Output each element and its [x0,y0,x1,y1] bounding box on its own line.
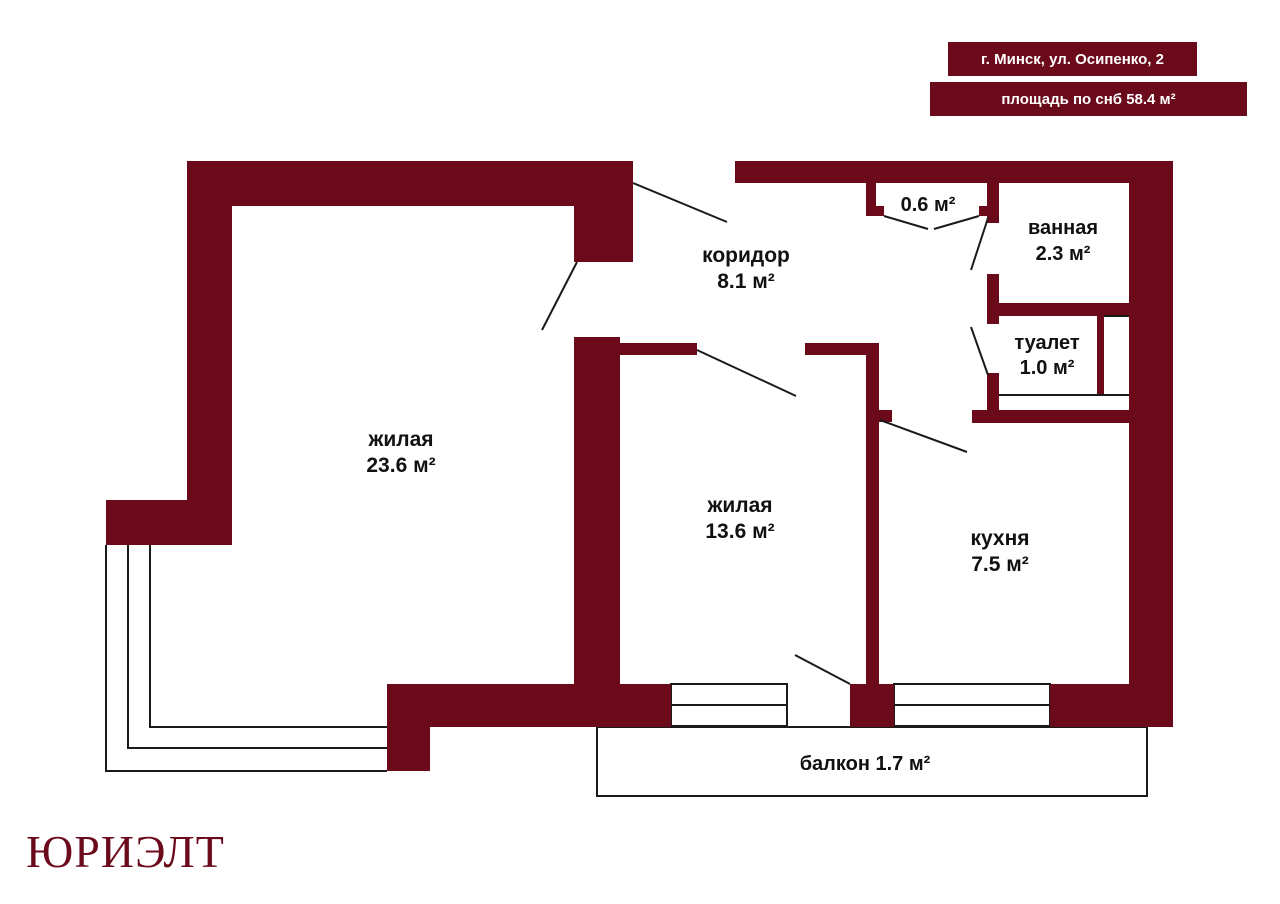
thin-walls [999,315,1129,396]
room-name: ванная [1028,217,1098,239]
room-area: 13.6 м² [705,520,774,543]
room-area: 8.1 м² [717,270,775,293]
total-area-label: площадь по снб 58.4 м² [930,82,1247,116]
loggia-outline [105,545,387,772]
room-label-bathroom: ванная 2.3 м² [1028,217,1098,265]
room-label-kitchen: кухня 7.5 м² [970,527,1029,576]
room-label-corridor: коридор 8.1 м² [702,244,790,293]
brand-logo: ЮРИЭЛТ [26,826,225,877]
room-name: кухня [970,527,1029,550]
room-label-living-small: жилая 13.6 м² [705,494,774,543]
room-name: жилая [367,428,433,451]
balcony-label: балкон 1.7 м² [800,753,931,775]
room-name: жилая [706,494,772,517]
room-name: коридор [702,244,790,267]
room-area: 7.5 м² [971,553,1029,576]
room-area: 23.6 м² [366,454,435,477]
door-swings [541,182,989,685]
room-label-storage: 0.6 м² [901,194,956,216]
room-label-living-large: жилая 23.6 м² [366,428,435,477]
walls [106,161,1173,771]
room-name: туалет [1014,332,1080,354]
room-area: 2.3 м² [1036,243,1091,265]
room-area: 1.0 м² [1020,357,1075,379]
room-area: 0.6 м² [901,194,956,216]
address-label: г. Минск, ул. Осипенко, 2 [948,42,1197,76]
room-label-toilet: туалет 1.0 м² [1014,332,1080,379]
